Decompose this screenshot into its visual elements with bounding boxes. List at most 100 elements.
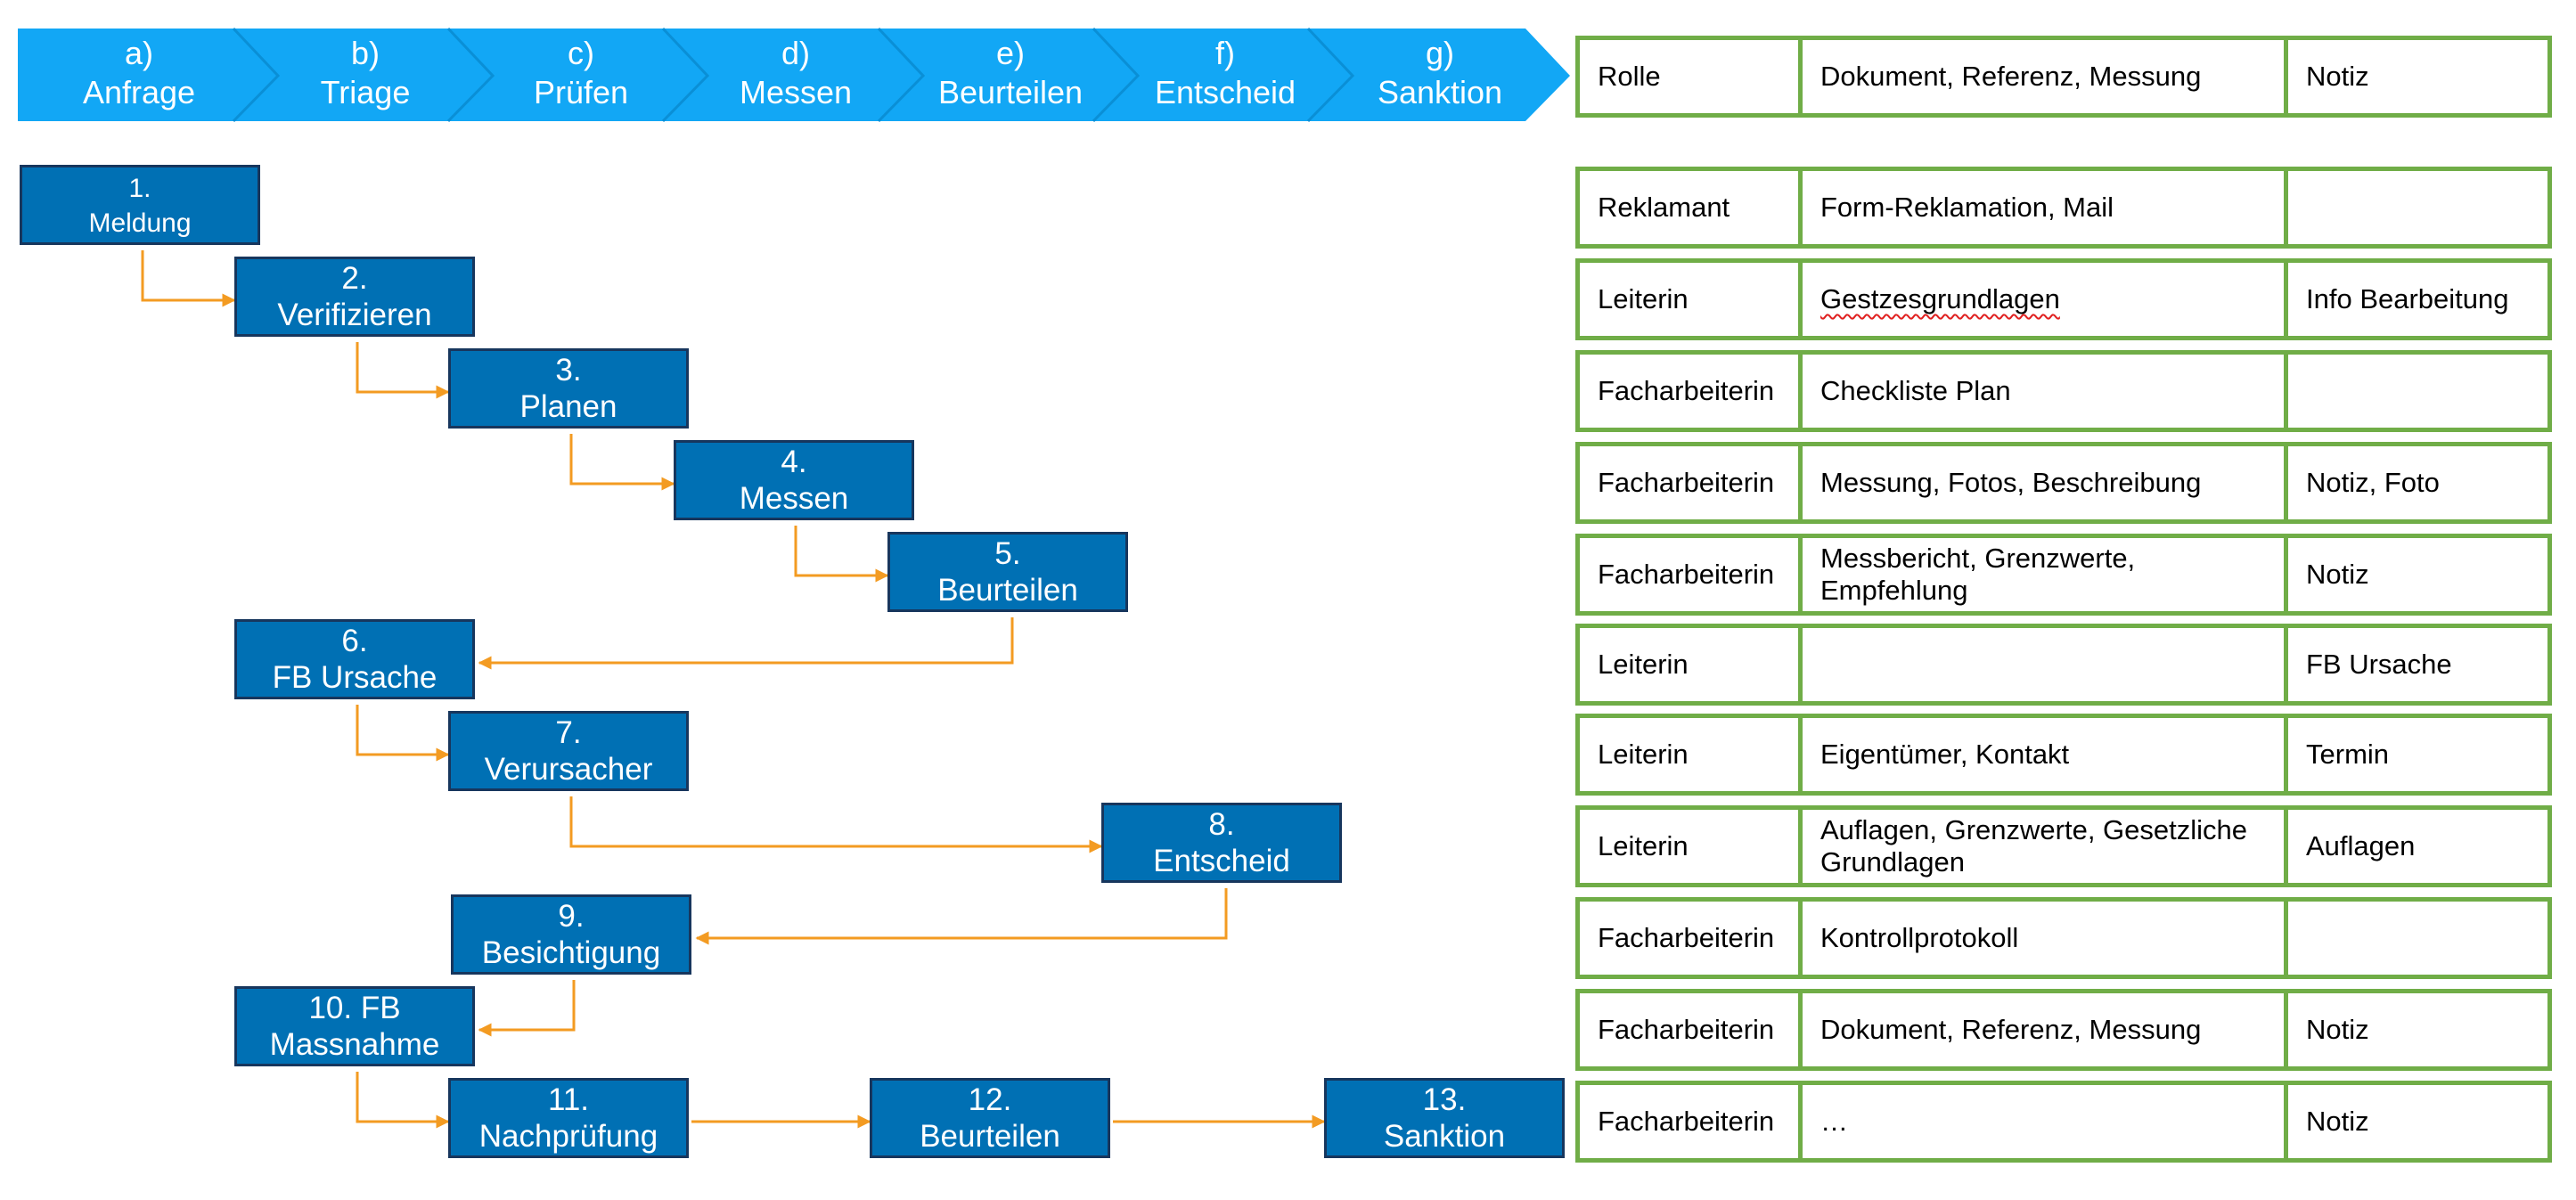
cell-notiz: Notiz, Foto [2284,442,2552,524]
step-number: 1. [128,173,151,203]
step-label: Meldung [88,208,192,238]
step-number: 3. [555,352,582,388]
phase-letter: f) [1215,35,1235,71]
step-entscheid[interactable]: 8. Entscheid [1101,803,1342,883]
cell-dokument: Dokument, Referenz, Messung [1798,989,2288,1071]
cell-rolle: Facharbeiterin [1575,1081,1803,1163]
connector-8-9 [695,888,1228,945]
step-verifizieren[interactable]: 2. Verifizieren [234,257,475,337]
phase-letter: g) [1425,35,1454,71]
step-planen[interactable]: 3. Planen [448,348,689,429]
table-row: Leiterin Eigentümer, Kontakt Termin [1575,714,2552,796]
phase-name: Sanktion [1377,74,1503,110]
step-beurteilen[interactable]: 5. Beurteilen [887,532,1128,612]
cell-rolle: Leiterin [1575,258,1803,340]
step-number: 6. [341,623,368,658]
connector-2-3 [356,342,450,399]
step-number: 5. [994,535,1021,571]
cell-notiz: Notiz [2284,989,2552,1071]
step-number: 8. [1208,806,1235,842]
step-number: 13. [1422,1082,1467,1117]
step-sanktion[interactable]: 13. Sanktion [1324,1078,1565,1158]
step-nachpruefung[interactable]: 11. Nachprüfung [448,1078,689,1158]
table-header-row: Rolle Dokument, Referenz, Messung Notiz [1575,36,2552,118]
phase-divider [446,27,495,123]
table-row: Reklamant Form-Reklamation, Mail [1575,167,2552,249]
cell-dokument: … [1798,1081,2288,1163]
table-row: Facharbeiterin Messung, Fotos, Beschreib… [1575,442,2552,524]
cell-rolle: Facharbeiterin [1575,989,1803,1071]
cell-notiz: Auflagen [2284,805,2552,887]
phase-triage: b) Triage [258,34,472,112]
table-row: Facharbeiterin Dokument, Referenz, Messu… [1575,989,2552,1071]
phase-name: Triage [320,74,411,110]
header-notiz: Notiz [2284,36,2552,118]
step-besichtigung[interactable]: 9. Besichtigung [451,894,691,975]
table-row: Facharbeiterin Checkliste Plan [1575,350,2552,432]
cell-notiz [2284,350,2552,432]
table-row: Leiterin Gestzesgrundlagen Info Bearbeit… [1575,258,2552,340]
phase-sanktion: g) Sanktion [1333,34,1547,112]
table-row: Facharbeiterin Messbericht, Grenzwerte, … [1575,534,2552,616]
phase-name: Prüfen [533,74,629,110]
step-label: Massnahme [269,1026,440,1062]
step-label: FB Ursache [272,659,438,695]
connector-4-5 [794,526,889,583]
phase-pruefen: c) Prüfen [474,34,688,112]
step-label: Verifizieren [277,297,432,332]
step-label: Entscheid [1153,843,1290,878]
step-beurteilen-2[interactable]: 12. Beurteilen [870,1078,1110,1158]
cell-rolle: Leiterin [1575,714,1803,796]
cell-dokument [1798,624,2288,706]
phase-beurteilen: e) Beurteilen [904,34,1117,112]
step-label: Verursacher [484,751,653,787]
step-number: 9. [558,898,585,934]
step-messen[interactable]: 4. Messen [674,440,914,520]
phase-anfrage: a) Anfrage [32,34,246,112]
phase-name: Entscheid [1154,74,1296,110]
cell-rolle: Facharbeiterin [1575,442,1803,524]
phase-letter: a) [124,35,153,71]
step-number: 12. [968,1082,1012,1117]
cell-notiz: Notiz [2284,534,2552,616]
step-meldung[interactable]: 1. Meldung [20,165,260,245]
step-number: 4. [781,444,807,479]
cell-notiz: Info Bearbeitung [2284,258,2552,340]
cell-rolle: Facharbeiterin [1575,350,1803,432]
cell-notiz: Notiz [2284,1081,2552,1163]
phase-letter: e) [995,35,1025,71]
step-label: Beurteilen [920,1118,1060,1154]
phase-letter: b) [350,35,380,71]
step-number: 7. [555,714,582,750]
cell-dokument: Auflagen, Grenzwerte, Gesetzliche Grundl… [1798,805,2288,887]
cell-notiz [2284,897,2552,979]
step-number: 11. [547,1082,590,1117]
step-fb-massnahme[interactable]: 10. FB Massnahme [234,986,475,1066]
phase-name: Anfrage [82,74,196,110]
connector-3-4 [569,434,675,491]
cell-notiz: Termin [2284,714,2552,796]
phase-name: Beurteilen [937,74,1084,110]
table-row: Facharbeiterin … Notiz [1575,1081,2552,1163]
phase-messen: d) Messen [689,34,903,112]
cell-rolle: Facharbeiterin [1575,534,1803,616]
connector-5-6 [478,617,1014,670]
step-fb-ursache[interactable]: 6. FB Ursache [234,619,475,699]
connector-10-11 [356,1072,450,1129]
cell-rolle: Leiterin [1575,624,1803,706]
connector-1-2 [141,250,236,307]
cell-rolle: Facharbeiterin [1575,897,1803,979]
cell-notiz: FB Ursache [2284,624,2552,706]
spellcheck-text: Gestzesgrundlagen [1820,283,2060,314]
step-verursacher[interactable]: 7. Verursacher [448,711,689,791]
cell-notiz [2284,167,2552,249]
cell-dokument: Form-Reklamation, Mail [1798,167,2288,249]
connector-7-8 [569,796,1103,853]
cell-dokument: Kontrollprotokoll [1798,897,2288,979]
step-label: Planen [519,388,617,424]
step-number: 2. [341,260,368,296]
header-dokument: Dokument, Referenz, Messung [1798,36,2288,118]
phase-entscheid: f) Entscheid [1118,34,1332,112]
phase-letter: d) [781,35,810,71]
